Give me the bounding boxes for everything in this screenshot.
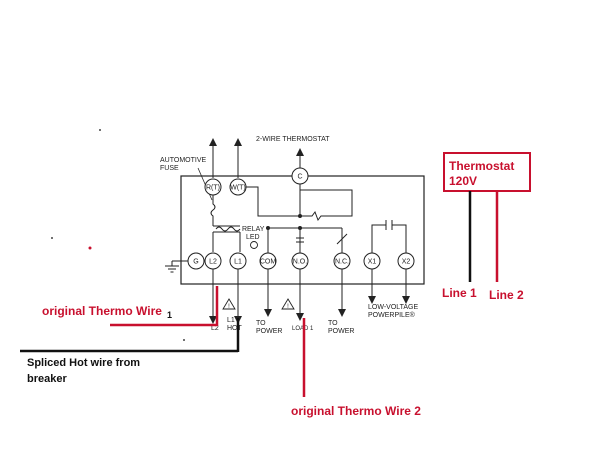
terminal-rt-label: R(T) [206,185,220,192]
thermo-wire-1-label: original Thermo Wire [42,304,162,318]
to-power-2-label-a: TO [328,320,338,327]
thermo-wire-2-label: original Thermo Wire 2 [291,404,421,418]
junction-dot-3 [298,226,302,230]
warning-symbol-1: ! [228,304,230,310]
led-label: LED [246,234,260,241]
terminal-g-label: G [193,259,198,266]
relay-coil-icon [215,226,241,232]
stray-mark-3 [51,237,53,239]
thermostat-box-voltage: 120V [449,174,477,188]
terminal-com-label: COM [260,259,277,266]
warning-triangle-icon-1 [222,298,236,310]
hot-bottom-label: HOT [227,325,243,332]
to-power-1-label-b: POWER [256,328,282,335]
thermostat-box-label: Thermostat [449,159,514,173]
terminal-no-label: N.O. [293,259,307,266]
terminal-wt-label: W(T) [230,185,246,192]
led-icon [250,241,258,249]
warning-triangle-icon-2 [281,298,295,310]
resistor-loop [300,189,353,222]
powerpile-label: POWERPILE® [368,311,416,319]
stray-mark-4 [183,339,185,341]
warning-symbol-2: ! [287,304,289,310]
line-2-label: Line 2 [489,288,524,302]
terminal-x1-label: X1 [368,259,377,266]
junction-dot-1 [298,214,302,218]
thermo-wire-1-suffix: 1 [167,310,172,320]
automotive-fuse-label-2: FUSE [160,165,179,172]
transformer-lines [213,225,240,233]
l2-bottom-label: L2 [211,325,219,332]
automotive-fuse-label-1: AUTOMOTIVE [160,157,206,164]
terminal-l2-label: L2 [209,259,217,266]
l1-bottom-label: L1 [227,317,235,324]
terminal-c-label: C [297,174,302,181]
relay-label: RELAY [242,226,265,233]
spliced-hot-label-1: Spliced Hot wire from [27,357,140,369]
junction-dot-2 [266,226,270,230]
fuse-symbol [210,195,216,226]
to-power-2-label-b: POWER [328,328,354,335]
stray-mark-1 [88,246,92,250]
to-power-1-label-a: TO [256,320,266,327]
nc-contact-icon [336,233,348,245]
wt-internal-wire [246,186,300,217]
terminal-l1-label: L1 [234,259,242,266]
spliced-hot-label-2: breaker [27,373,67,385]
powerpile-wire [371,224,407,253]
two-wire-thermostat-label: 2-WIRE THERMOSTAT [256,136,330,143]
terminal-x2-label: X2 [402,259,411,266]
terminal-nc-label: N.C. [335,259,349,266]
line-1-label: Line 1 [442,286,477,300]
stray-mark-2 [99,129,101,131]
thermostat-120v-box [443,152,531,192]
low-voltage-label: LOW-VOLTAGE [368,304,419,311]
